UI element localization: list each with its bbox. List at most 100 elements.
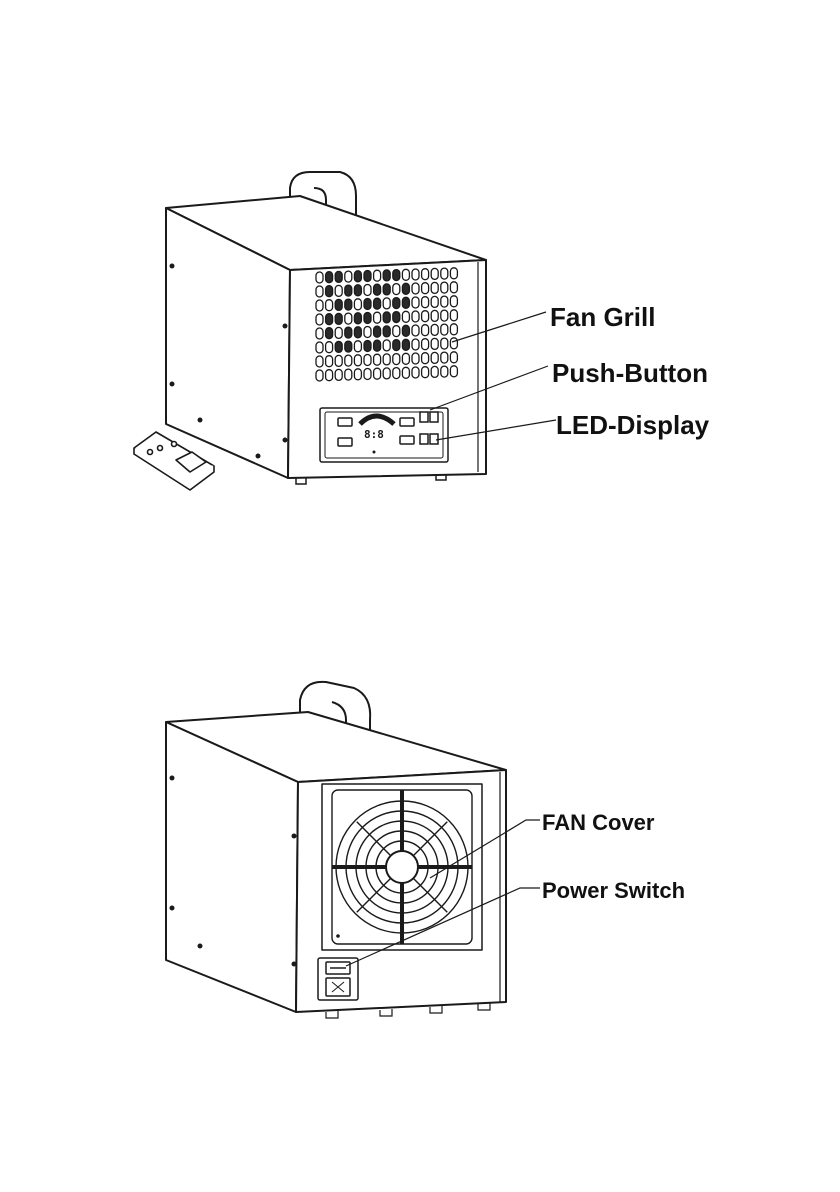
- grill-slot: [354, 271, 361, 282]
- grill-slot: [412, 367, 419, 378]
- grill-slot: [412, 325, 419, 336]
- grill-slot: [431, 352, 438, 363]
- grill-slot: [374, 270, 381, 281]
- grill-slot: [354, 313, 361, 324]
- front-view-drawing: [0, 0, 840, 560]
- led-display-label: LED-Display: [556, 412, 709, 438]
- grill-slot: [402, 269, 409, 280]
- grill-slot: [412, 297, 419, 308]
- grill-slot: [393, 312, 400, 323]
- grill-slot: [364, 327, 371, 338]
- grill-slot: [393, 354, 400, 365]
- power-switch-label: Power Switch: [542, 880, 685, 902]
- grill-slot: [364, 271, 371, 282]
- grill-slot: [402, 283, 409, 294]
- grill-slot: [422, 353, 429, 364]
- grill-slot: [393, 340, 400, 351]
- grill-slot: [383, 340, 390, 351]
- grill-slot: [450, 268, 457, 279]
- grill-slot: [450, 310, 457, 321]
- grill-slot: [441, 268, 448, 279]
- grill-slot: [450, 296, 457, 307]
- grill-slot: [383, 284, 390, 295]
- grill-slot: [354, 341, 361, 352]
- back-view-figure: FAN Cover Power Switch: [0, 640, 840, 1060]
- grill-slot: [412, 269, 419, 280]
- grill-slot: [412, 353, 419, 364]
- grill-slot: [326, 342, 333, 353]
- grill-slot: [354, 327, 361, 338]
- grill-slot: [383, 368, 390, 379]
- grill-slot: [402, 339, 409, 350]
- grill-slot: [393, 270, 400, 281]
- grill-slot: [441, 338, 448, 349]
- grill-slot: [316, 342, 323, 353]
- grill-slot: [326, 356, 333, 367]
- grill-slot: [374, 312, 381, 323]
- grill-slot: [441, 366, 448, 377]
- grill-slot: [412, 283, 419, 294]
- grill-slot: [402, 353, 409, 364]
- grill-slot: [335, 299, 342, 310]
- grill-slot: [326, 314, 333, 325]
- grill-slot: [412, 311, 419, 322]
- grill-slot: [412, 339, 419, 350]
- grill-slot: [450, 338, 457, 349]
- grill-slot: [393, 326, 400, 337]
- grill-slot: [316, 370, 323, 381]
- grill-slot: [374, 354, 381, 365]
- grill-slot: [354, 369, 361, 380]
- grill-slot: [335, 369, 342, 380]
- grill-slot: [335, 285, 342, 296]
- grill-slot: [316, 314, 323, 325]
- grill-slot: [441, 310, 448, 321]
- grill-slot: [326, 286, 333, 297]
- grill-slot: [431, 366, 438, 377]
- grill-slot: [335, 327, 342, 338]
- push-button-label: Push-Button: [552, 360, 708, 386]
- grill-slot: [431, 324, 438, 335]
- grill-slot: [354, 285, 361, 296]
- grill-slot: [326, 272, 333, 283]
- grill-slot: [402, 367, 409, 378]
- grill-slot: [345, 341, 352, 352]
- grill-slot: [422, 339, 429, 350]
- grill-slot: [316, 272, 323, 283]
- grill-slot: [345, 313, 352, 324]
- grill-slot: [422, 325, 429, 336]
- grill-slot: [335, 341, 342, 352]
- grill-slot: [393, 298, 400, 309]
- grill-slot: [345, 369, 352, 380]
- grill-slot: [335, 313, 342, 324]
- grill-slot: [326, 370, 333, 381]
- grill-slot: [345, 285, 352, 296]
- fan-grill-label: Fan Grill: [550, 304, 655, 330]
- grill-slot: [383, 326, 390, 337]
- grill-slot: [364, 341, 371, 352]
- grill-slot: [402, 325, 409, 336]
- grill-slot: [335, 355, 342, 366]
- grill-slot: [441, 324, 448, 335]
- grill-slot: [422, 367, 429, 378]
- grill-slot: [364, 369, 371, 380]
- grill-slot: [345, 271, 352, 282]
- grill-slot: [316, 356, 323, 367]
- grill-slot: [364, 299, 371, 310]
- grill-slot: [383, 354, 390, 365]
- grill-slot: [431, 338, 438, 349]
- grill-slot: [316, 300, 323, 311]
- grill-slot: [450, 282, 457, 293]
- grill-slot: [364, 355, 371, 366]
- grill-slot: [431, 268, 438, 279]
- grill-slot: [326, 300, 333, 311]
- grill-slot: [402, 297, 409, 308]
- grill-slot: [345, 327, 352, 338]
- front-view-figure: Fan Grill Push-Button LED-Display 8:8: [0, 0, 840, 560]
- grill-slot: [422, 283, 429, 294]
- led-readout: 8:8: [364, 428, 384, 441]
- grill-slot: [441, 352, 448, 363]
- grill-slot: [374, 368, 381, 379]
- grill-slot: [335, 271, 342, 282]
- grill-slot: [374, 298, 381, 309]
- back-view-drawing: [0, 640, 840, 1060]
